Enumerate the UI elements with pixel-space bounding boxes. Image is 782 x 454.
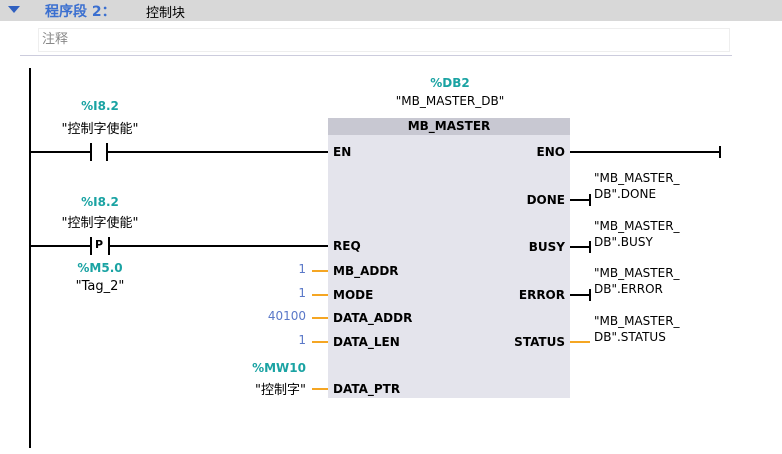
wire bbox=[107, 151, 328, 153]
error-tag[interactable]: "MB_MASTER_ DB".ERROR bbox=[594, 265, 680, 297]
network-header[interactable] bbox=[0, 0, 782, 21]
wire bbox=[312, 388, 328, 390]
wire bbox=[570, 246, 590, 248]
wire bbox=[312, 317, 328, 319]
wire bbox=[570, 341, 590, 343]
status-tag-line1: "MB_MASTER_ bbox=[594, 314, 680, 328]
wire-end-icon bbox=[719, 146, 721, 158]
p-contact-label: P bbox=[95, 238, 104, 251]
pin-en: EN bbox=[333, 145, 352, 159]
network-name[interactable]: 控制块 bbox=[146, 6, 186, 21]
status-tag[interactable]: "MB_MASTER_ DB".STATUS bbox=[594, 313, 680, 345]
wire bbox=[570, 151, 720, 153]
no-contact-icon[interactable] bbox=[90, 143, 92, 161]
value-data-len[interactable]: 1 bbox=[298, 333, 306, 347]
busy-tag[interactable]: "MB_MASTER_ DB".BUSY bbox=[594, 218, 680, 250]
pin-eno: ENO bbox=[536, 145, 565, 159]
instance-db-address: %DB2 bbox=[430, 76, 470, 90]
wire bbox=[570, 199, 590, 201]
busy-tag-line1: "MB_MASTER_ bbox=[594, 219, 680, 233]
divider bbox=[20, 55, 732, 56]
error-tag-line1: "MB_MASTER_ bbox=[594, 266, 680, 280]
collapse-triangle-icon[interactable] bbox=[8, 6, 20, 13]
value-mode[interactable]: 1 bbox=[298, 286, 306, 300]
pin-data-addr: DATA_ADDR bbox=[333, 311, 413, 325]
wire bbox=[312, 341, 328, 343]
p-contact-icon[interactable] bbox=[90, 237, 92, 255]
wire bbox=[570, 294, 590, 296]
done-tag[interactable]: "MB_MASTER_ DB".DONE bbox=[594, 170, 680, 202]
comment-field[interactable]: 注释 bbox=[38, 28, 730, 52]
pin-status: STATUS bbox=[514, 335, 565, 349]
pin-data-ptr: DATA_PTR bbox=[333, 382, 401, 396]
value-mb-addr[interactable]: 1 bbox=[298, 262, 306, 276]
wire-end-icon bbox=[589, 241, 591, 253]
contact2-tag: "控制字使能" bbox=[61, 216, 139, 231]
wire-end-icon bbox=[589, 194, 591, 206]
block-type: MB_MASTER bbox=[328, 118, 570, 135]
wire bbox=[30, 245, 90, 247]
busy-tag-line2: DB".BUSY bbox=[594, 235, 653, 249]
wire bbox=[109, 245, 328, 247]
contact1-tag: "控制字使能" bbox=[61, 122, 139, 137]
data-ptr-address: %MW10 bbox=[252, 361, 306, 375]
value-data-addr[interactable]: 40100 bbox=[267, 309, 306, 323]
done-tag-line2: DB".DONE bbox=[594, 187, 657, 201]
wire bbox=[30, 151, 90, 153]
done-tag-line1: "MB_MASTER_ bbox=[594, 171, 680, 185]
status-tag-line2: DB".STATUS bbox=[594, 330, 666, 344]
pin-done: DONE bbox=[526, 193, 565, 207]
wire bbox=[312, 270, 328, 272]
pin-busy: BUSY bbox=[528, 240, 565, 254]
pin-error: ERROR bbox=[518, 288, 565, 302]
wire bbox=[312, 294, 328, 296]
pin-mb-addr: MB_ADDR bbox=[333, 264, 399, 278]
contact2-address: %I8.2 bbox=[81, 195, 119, 209]
network-title: 程序段 2： bbox=[45, 4, 116, 20]
edge-tag: "Tag_2" bbox=[75, 279, 125, 294]
edge-address: %M5.0 bbox=[77, 261, 123, 275]
function-block[interactable] bbox=[328, 118, 570, 398]
power-rail bbox=[29, 68, 31, 448]
pin-data-len: DATA_LEN bbox=[333, 335, 400, 349]
pin-req: REQ bbox=[333, 239, 361, 253]
pin-mode: MODE bbox=[333, 288, 374, 302]
error-tag-line2: DB".ERROR bbox=[594, 282, 663, 296]
wire-end-icon bbox=[589, 289, 591, 301]
data-ptr-tag[interactable]: "控制字" bbox=[255, 383, 306, 398]
instance-db-name[interactable]: "MB_MASTER_DB" bbox=[395, 94, 505, 108]
contact1-address: %I8.2 bbox=[81, 99, 119, 113]
